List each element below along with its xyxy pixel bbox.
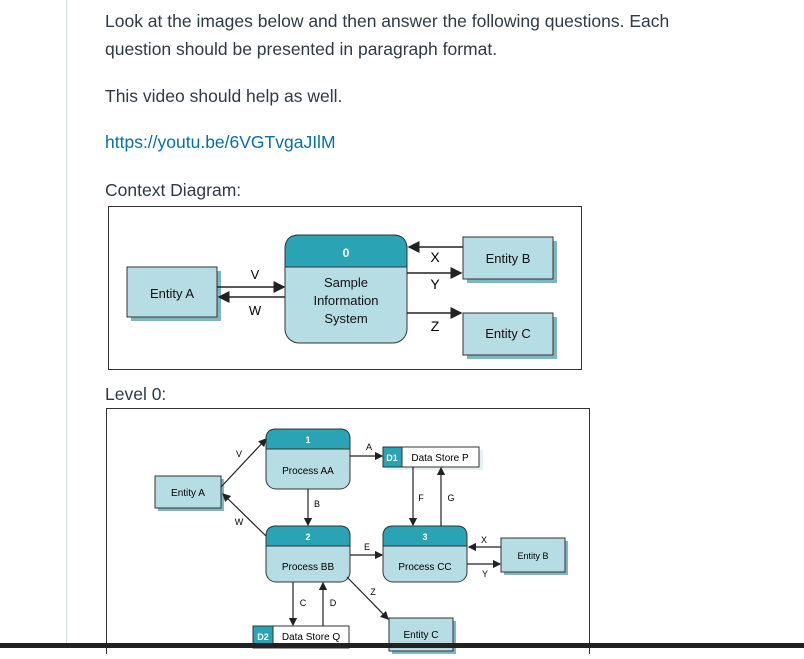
l0-process-2: 2 Process BB — [265, 525, 351, 583]
flow-w-label: W — [249, 303, 262, 318]
l0-entity-b: Entity B — [500, 537, 568, 575]
process-0-number: 0 — [343, 246, 350, 260]
l0-flow-y: Y — [482, 569, 488, 579]
process-0: 0 Sample Information System — [284, 234, 408, 344]
video-note: This video should help as well. — [105, 86, 343, 106]
l0-p1-name: Process AA — [282, 466, 334, 477]
l0-process-3: 3 Process CC — [382, 525, 468, 583]
l0-flow-d: D — [330, 598, 337, 608]
entity-c: Entity C — [462, 312, 557, 359]
l0-entity-a: Entity A — [154, 475, 224, 511]
bottom-bar — [0, 643, 804, 648]
l0-flow-x: X — [481, 535, 487, 545]
flow-z-label: Z — [431, 318, 440, 334]
l0-entity-a-label: Entity A — [171, 488, 205, 499]
l0-entity-c: Entity C — [388, 617, 456, 654]
l0-flow-g: G — [447, 493, 454, 503]
l0-d2-name: Data Store Q — [282, 632, 341, 643]
intro-line-1: Look at the images below and then answer… — [105, 11, 670, 31]
l0-p2-name: Process BB — [282, 562, 335, 573]
flow-x-label: X — [430, 249, 440, 265]
l0-entity-c-label: Entity C — [403, 630, 438, 641]
l0-flow-e: E — [364, 542, 370, 552]
l0-p3-number: 3 — [422, 532, 427, 542]
entity-c-label: Entity C — [485, 326, 531, 341]
entity-a-label: Entity A — [150, 286, 194, 301]
l0-d2-id: D2 — [257, 632, 269, 642]
flow-v-label: V — [251, 267, 260, 282]
level0-label: Level 0: — [105, 384, 167, 404]
l0-p1-number: 1 — [305, 435, 310, 445]
l0-flow-a: A — [366, 442, 372, 452]
l0-flow-z: Z — [370, 587, 376, 597]
intro-line-2: question should be presented in paragrap… — [105, 39, 498, 59]
l0-flow-v: V — [236, 449, 242, 459]
process-0-line3: System — [324, 311, 367, 326]
level0-diagram: Entity A 1 Process AA 2 Process BB 3 Pro… — [106, 408, 590, 654]
context-diagram-label: Context Diagram: — [105, 180, 242, 200]
process-0-line2: Information — [313, 293, 378, 308]
l0-d1-id: D1 — [386, 453, 398, 463]
l0-datastore-q: D2 Data Store Q — [252, 625, 350, 649]
l0-datastore-p: D1 Data Store P — [382, 446, 483, 470]
context-diagram: Entity A 0 Sample Information System Ent… — [108, 206, 582, 370]
l0-process-1: 1 Process AA — [265, 428, 351, 490]
l0-d1-name: Data Store P — [411, 453, 469, 464]
entity-a: Entity A — [126, 266, 221, 321]
video-link[interactable]: https://youtu.be/6VGTvgaJIlM — [105, 132, 336, 152]
l0-p2-number: 2 — [305, 532, 310, 542]
l0-p3-name: Process CC — [398, 562, 451, 573]
entity-b: Entity B — [462, 236, 557, 283]
flow-y-label: Y — [430, 276, 440, 292]
process-0-line1: Sample — [324, 275, 368, 290]
l0-flow-b: B — [314, 499, 320, 509]
l0-flow-c: C — [300, 598, 307, 608]
entity-b-label: Entity B — [486, 251, 531, 266]
left-border — [66, 0, 67, 648]
l0-flow-w: W — [235, 517, 244, 527]
l0-entity-b-label: Entity B — [517, 551, 548, 561]
l0-flow-f: F — [418, 493, 424, 503]
